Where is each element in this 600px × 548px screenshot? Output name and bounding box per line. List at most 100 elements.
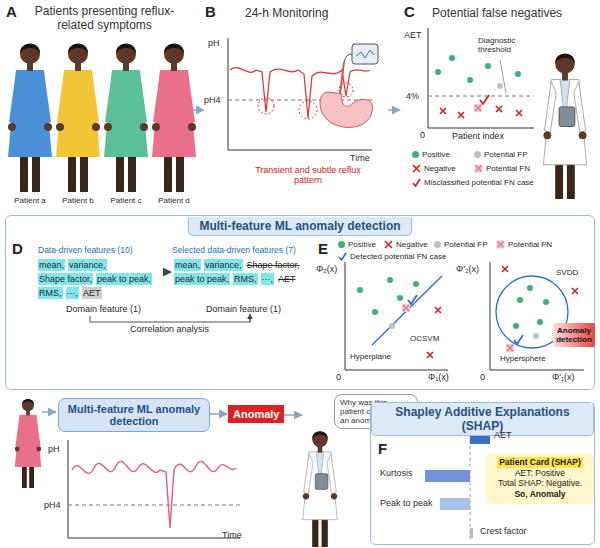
label: Patient a — [6, 196, 54, 205]
label: SVDD — [556, 268, 578, 277]
legend-swatch — [474, 151, 481, 158]
figure-shape — [228, 100, 372, 101]
figure-shape — [20, 44, 40, 64]
legend-text: Negative — [424, 164, 456, 173]
node-text: Total SHAP: Negative. — [491, 478, 589, 489]
figure-shape — [490, 262, 491, 370]
panel-letter: C — [404, 3, 415, 20]
figure-shape — [104, 123, 112, 131]
legend-text: Potential FN — [486, 164, 530, 173]
figure-shape — [312, 432, 328, 448]
legend-item: Detected potential FN case — [338, 252, 447, 261]
feature-token: mean, — [174, 259, 201, 271]
legend-text: Positive — [348, 240, 376, 249]
figure-shape — [440, 108, 446, 114]
figure-shape — [164, 271, 171, 273]
figure-shape — [344, 54, 352, 62]
legend-item: Negative — [412, 164, 456, 173]
patient-figure — [104, 44, 148, 193]
figure-shape — [135, 72, 147, 124]
figure-shape — [372, 309, 378, 315]
feature-token: ···, — [261, 273, 275, 285]
label: Diagnostic threshold — [478, 36, 538, 54]
figure-shape — [152, 70, 196, 157]
figure-shape — [427, 352, 433, 358]
figure-shape — [475, 105, 481, 111]
legend-item: Positive — [412, 150, 450, 159]
figure-shape — [543, 79, 586, 164]
legend-item: Positive — [338, 240, 376, 249]
label: Domain feature (1) — [206, 304, 281, 314]
figure-shape — [68, 440, 69, 538]
label: Φ'₁(x) — [552, 372, 574, 382]
figure-shape — [533, 333, 539, 339]
label: AET — [494, 430, 512, 440]
legend-item: Potential FP — [474, 150, 528, 159]
figure-shape — [104, 70, 148, 157]
feature-token: Shape factor, — [246, 259, 301, 271]
figure-shape — [176, 152, 184, 192]
figure-shape — [87, 72, 99, 124]
label: Potential false negatives — [432, 7, 562, 21]
label: Patients presenting reflux-related sympt… — [22, 5, 187, 33]
feature-token: mean, — [38, 259, 65, 271]
figure-shape — [312, 516, 318, 547]
figure-shape — [357, 287, 363, 293]
figure-shape — [555, 53, 575, 63]
label: Hyperplane — [350, 352, 391, 361]
figure-shape — [543, 131, 551, 139]
doctor-figure — [303, 431, 337, 547]
figure-shape — [403, 305, 409, 311]
figure-shape — [315, 474, 327, 490]
feature-list: mean,variance,Shape factor, peak to peak,… — [174, 259, 306, 285]
label: Correlation analysis — [128, 324, 211, 334]
legend-text: Potential FN — [508, 240, 552, 249]
figure-shape — [498, 242, 504, 248]
figure-shape — [327, 453, 336, 494]
feature-token: peak to peak, — [174, 273, 230, 285]
label: Patient c — [102, 196, 150, 205]
node-text: So, Anomaly — [491, 489, 589, 500]
figure-shape — [304, 453, 313, 494]
figure-shape — [413, 179, 420, 186]
figure-shape — [284, 414, 302, 416]
figure-shape — [56, 70, 100, 157]
figure-shape — [513, 323, 519, 329]
label: pH — [208, 38, 220, 48]
label: Patient d — [150, 196, 198, 205]
figure-shape — [303, 452, 337, 520]
shap-bars — [425, 428, 490, 542]
figure-shape — [312, 431, 328, 439]
figure-shape — [476, 166, 482, 172]
legend-text: Negative — [396, 240, 428, 249]
figure-shape — [153, 72, 165, 124]
figure-shape — [339, 253, 346, 260]
figure-shape — [506, 344, 514, 352]
figure-shape — [22, 399, 34, 411]
figure-shape — [228, 38, 229, 150]
feature-token: variance, — [204, 259, 243, 271]
figure-shape — [15, 447, 20, 452]
figure-shape — [515, 71, 521, 77]
figure-shape — [559, 107, 575, 127]
figure-shape — [299, 101, 317, 119]
figure-shape — [579, 131, 587, 139]
legend-item: Potential FN — [496, 240, 552, 249]
figure-shape — [116, 44, 136, 55]
figure-shape — [33, 416, 40, 447]
figure-shape — [408, 295, 417, 304]
process-box: Multi-feature ML anomaly detection — [58, 398, 210, 432]
figure-shape — [413, 165, 420, 172]
figure-shape — [15, 415, 41, 467]
figure-shape — [502, 266, 578, 294]
label: 4% — [406, 91, 419, 101]
figure-shape — [480, 95, 489, 104]
figure-shape — [527, 285, 533, 291]
legend-text: Positive — [422, 150, 450, 159]
label: Transient and subtle reflux pattern — [248, 165, 368, 186]
figure-shape — [322, 516, 328, 547]
figure-shape — [44, 123, 52, 131]
figure-shape — [496, 106, 502, 112]
figure-shape — [340, 62, 344, 94]
